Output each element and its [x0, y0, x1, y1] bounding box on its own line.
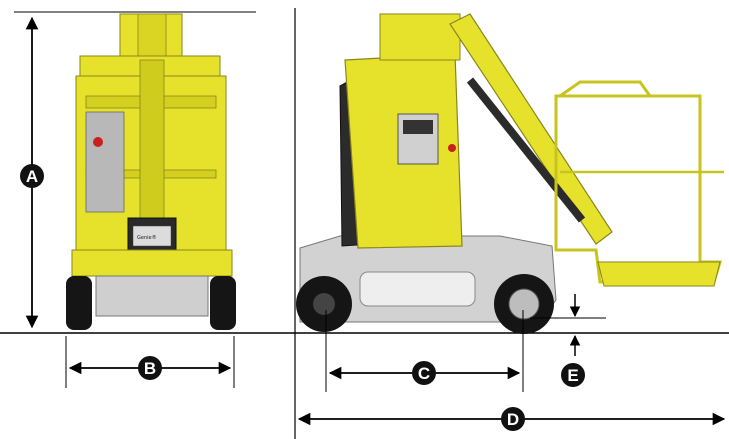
label-b: B	[144, 359, 156, 378]
side-view-machine	[296, 13, 724, 334]
dimension-a: A	[14, 11, 256, 329]
dimension-e: E	[530, 294, 606, 387]
front-view-machine: Genie®	[66, 13, 236, 330]
brand-plate: Genie®	[137, 234, 157, 241]
label-e: E	[567, 366, 578, 385]
label-a: A	[26, 167, 38, 186]
dimension-c: C	[325, 310, 524, 392]
label-c: C	[418, 364, 430, 383]
dimension-d: D	[297, 407, 726, 431]
label-d: D	[507, 410, 519, 429]
dimension-b: B	[65, 336, 235, 388]
